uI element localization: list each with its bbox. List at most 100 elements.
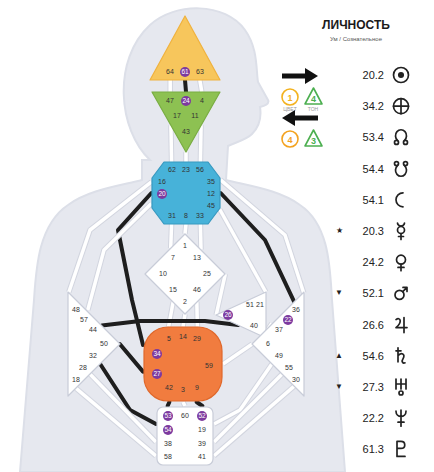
uranus-icon — [396, 379, 406, 395]
activation-marker: ★ — [336, 227, 343, 236]
planet-value: 54.1 — [363, 194, 384, 206]
sun-icon — [394, 68, 409, 83]
planet-value: 27.3 — [363, 381, 384, 393]
open-channel — [185, 224, 186, 234]
active-gate-number: 52 — [197, 411, 207, 421]
throat-center: 622356163520124531833 — [150, 160, 222, 226]
gate-number: 47 — [166, 97, 174, 105]
level-number: 1 — [287, 93, 292, 103]
channel-edge — [183, 152, 189, 162]
active-channel — [168, 402, 170, 406]
active-gate-number: 61 — [180, 67, 190, 77]
open-channel — [221, 180, 304, 293]
gate-number: 6 — [266, 340, 270, 348]
channel-edge — [169, 302, 174, 327]
open-channel — [196, 302, 198, 327]
gate-number: 60 — [181, 412, 189, 420]
open-channel — [200, 80, 202, 92]
gate-number: 63 — [196, 68, 204, 76]
gate-number: 25 — [203, 270, 211, 278]
channel-line — [197, 402, 203, 406]
active-gate-number: 54 — [163, 425, 173, 435]
root-center: 536052541938395841 — [156, 406, 214, 466]
level-caption: ЦВЕТ — [283, 107, 296, 113]
gate-number: 32 — [89, 352, 97, 360]
gate-number: 55 — [285, 364, 293, 372]
gate-number: 13 — [193, 254, 201, 262]
jupiter-icon — [396, 318, 407, 333]
channel-line — [200, 80, 202, 92]
channel-line — [169, 125, 173, 162]
gate-number: 40 — [250, 322, 258, 330]
planet-value: 22.2 — [363, 412, 384, 424]
level-caption: ТОН — [308, 107, 318, 113]
channel-line — [221, 180, 304, 293]
outline — [216, 292, 266, 338]
active-gate-number: 26 — [223, 310, 233, 320]
channel-line — [183, 402, 185, 406]
gate-number: 9 — [195, 384, 199, 392]
channel-line — [185, 224, 186, 234]
gate-number: 21 — [256, 301, 264, 309]
gate-number: 57 — [80, 316, 88, 324]
gate-number: 10 — [159, 270, 167, 278]
north-node-icon — [395, 130, 408, 145]
open-channel — [183, 402, 185, 406]
open-channel — [200, 125, 202, 162]
level-number: 4 — [311, 94, 316, 104]
channel-line — [199, 125, 203, 162]
channel-line — [102, 321, 239, 326]
channel-edge — [167, 80, 173, 92]
gate-number: 51 — [246, 301, 254, 309]
saturn-icon — [396, 348, 405, 363]
tone-triangle: 3 — [304, 129, 323, 147]
gate-number: 8 — [184, 212, 188, 220]
open-channel — [69, 182, 152, 292]
outline — [152, 92, 220, 152]
open-channel — [170, 224, 172, 248]
gate-number: 15 — [169, 286, 177, 294]
channel-line — [168, 80, 172, 92]
outline — [150, 16, 220, 80]
planet-value: 20.2 — [363, 69, 384, 81]
open-channel — [88, 204, 152, 310]
gate-number: 48 — [72, 306, 80, 314]
spleen-center: 48574450322818 — [66, 290, 122, 398]
channel-line — [88, 204, 152, 310]
channel-edge — [200, 80, 202, 92]
ajna-center: 47244171143 — [150, 90, 222, 154]
active-gate-number: 24 — [181, 96, 191, 106]
panel-subtitle: Ум / Сознательное — [330, 36, 382, 43]
channel-edge — [185, 224, 186, 234]
gate-number: 7 — [171, 254, 175, 262]
outline — [152, 162, 220, 224]
mars-icon — [395, 287, 407, 299]
sacral-center: 514293427594239 — [143, 326, 223, 402]
planet-value: 20.3 — [363, 225, 384, 237]
channel-line — [185, 80, 186, 92]
level-number: 3 — [311, 136, 316, 146]
moon-icon — [396, 193, 403, 207]
level-number: 4 — [287, 135, 292, 145]
venus-icon — [397, 255, 406, 271]
channel-edge — [221, 180, 304, 293]
outline — [305, 130, 322, 146]
gate-number: 11 — [191, 112, 198, 120]
outline — [144, 327, 222, 401]
channel-line — [223, 344, 252, 364]
planet-value: 61.3 — [363, 443, 384, 455]
gate-number: 19 — [198, 426, 206, 434]
channel-edge — [168, 224, 174, 248]
channel-line — [69, 182, 152, 292]
gate-number: 5 — [167, 335, 171, 343]
gate-number: 36 — [292, 306, 300, 314]
activation-marker: ▼ — [335, 289, 343, 298]
gate-number: 3 — [181, 386, 185, 394]
color-circle: 1 — [281, 88, 299, 106]
outline — [252, 292, 304, 396]
channel-line — [195, 302, 199, 327]
open-channel — [223, 344, 252, 364]
open-channel — [214, 386, 294, 456]
gate-number: 12 — [207, 190, 215, 198]
solar-plexus-center: 3622376495530 — [250, 290, 306, 398]
